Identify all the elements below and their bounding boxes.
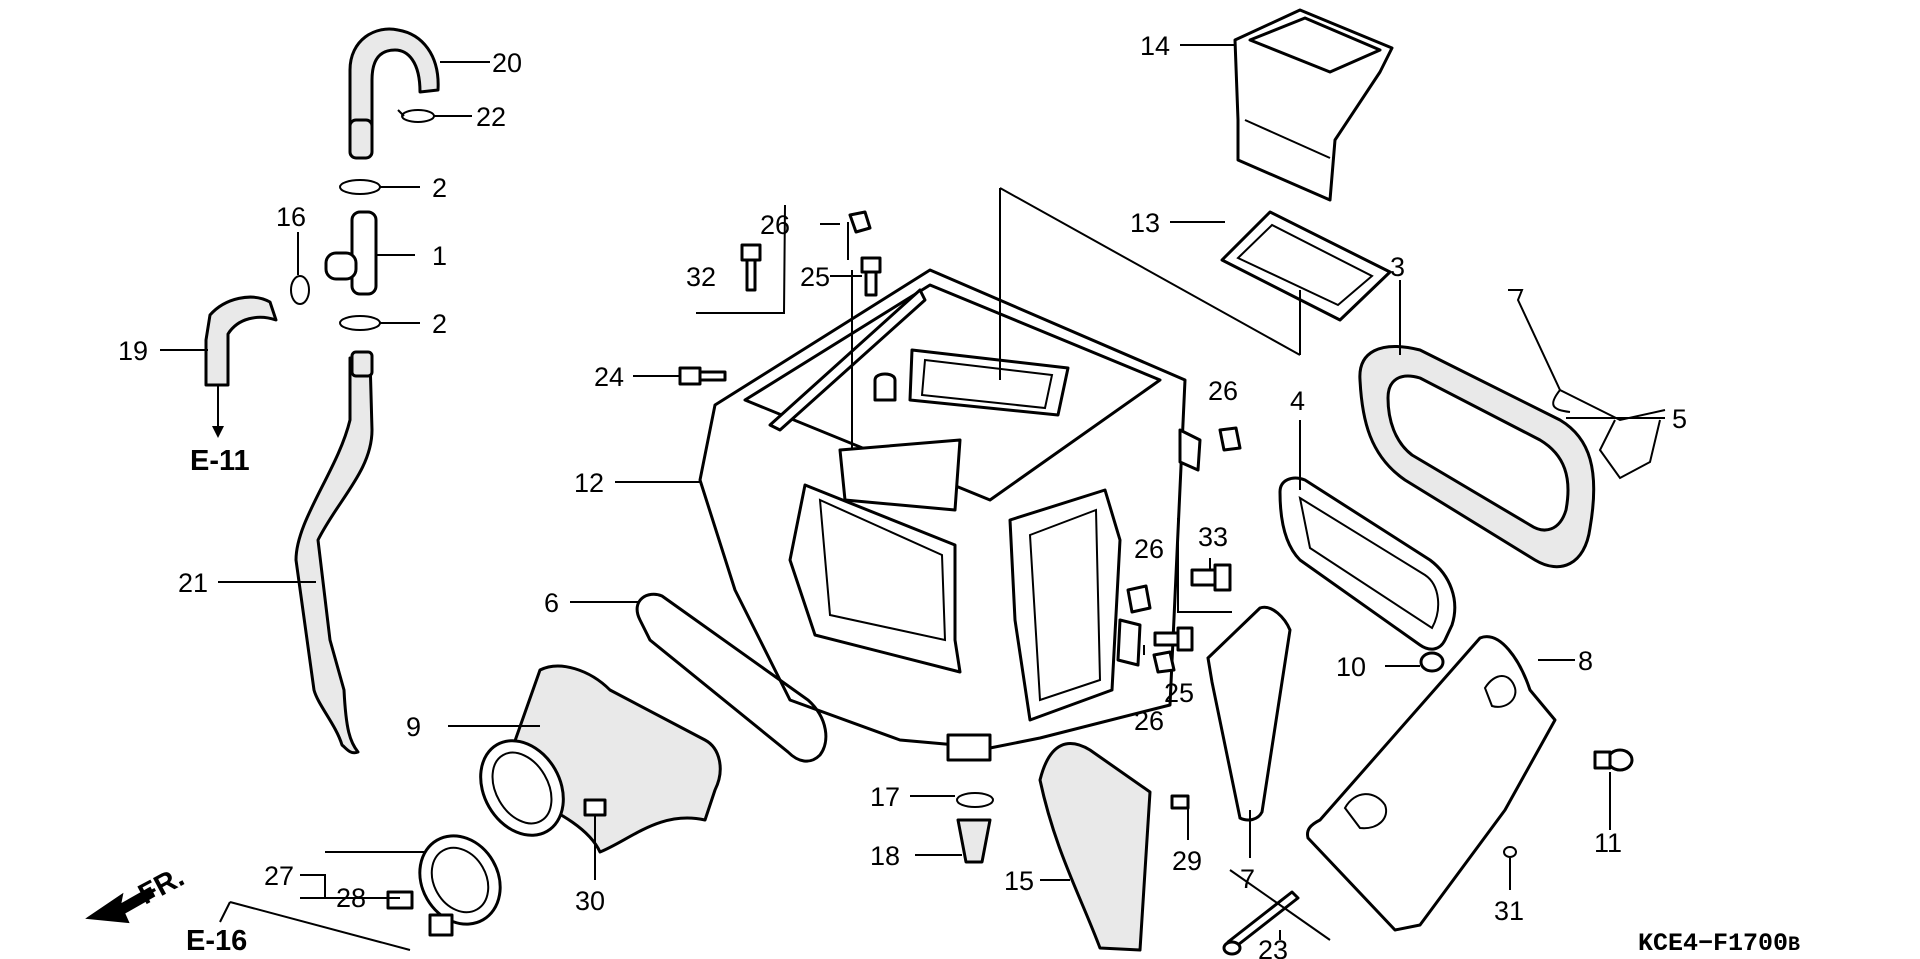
hose-clamp-22 [397, 109, 435, 123]
callout-33: 33 [1198, 522, 1228, 552]
intake-seal-13 [1220, 210, 1392, 322]
drawing-code-suffix: B [1788, 934, 1800, 957]
band-screw-28 [386, 890, 414, 910]
svg-text:KCE4−F1700B: KCE4−F1700B [1638, 929, 1800, 958]
callout-26-low: 26 [1134, 706, 1164, 736]
callout-7: 7 [1240, 864, 1255, 894]
callout-1: 1 [432, 241, 447, 271]
hose-19 [204, 295, 278, 387]
hose-clamp-16 [290, 275, 310, 305]
callout-13: 13 [1130, 208, 1160, 238]
clip-nut-26-top [848, 210, 872, 234]
screw-30 [583, 798, 607, 817]
callout-26-mid: 26 [1134, 534, 1164, 564]
callout-21: 21 [178, 568, 208, 598]
screw-25-top [860, 256, 882, 297]
tube-15 [1038, 742, 1152, 952]
bolt-32 [740, 243, 762, 292]
callout-26-right: 26 [1208, 376, 1238, 406]
carburetor-band-27 [418, 834, 502, 937]
callout-2-upper: 2 [432, 173, 447, 203]
bolt-24 [678, 366, 727, 386]
breather-hose-21 [294, 350, 374, 755]
callout-11: 11 [1594, 828, 1622, 858]
callout-17: 17 [870, 782, 900, 812]
ref-e11: E-11 [190, 445, 250, 477]
screw-29 [1170, 794, 1190, 810]
callout-14: 14 [1140, 31, 1170, 61]
air-cleaner-case-12 [698, 268, 1202, 762]
breather-hose-upper [348, 27, 440, 160]
callout-6: 6 [544, 588, 559, 618]
clip-nut-26-low [1152, 650, 1176, 674]
callout-4: 4 [1290, 386, 1305, 416]
hose-clamp-2-upper [339, 179, 381, 195]
callout-5: 5 [1672, 404, 1687, 434]
callout-24: 24 [594, 362, 624, 392]
callout-15: 15 [1004, 866, 1034, 896]
intake-duct-14 [1233, 8, 1394, 202]
callout-27: 27 [264, 861, 294, 891]
callout-20: 20 [492, 48, 522, 78]
callout-26-top: 26 [760, 210, 790, 240]
collar-31 [1503, 846, 1517, 858]
connecting-tube-9 [479, 664, 722, 854]
cover-screw-11 [1593, 748, 1634, 772]
callout-3: 3 [1390, 252, 1405, 282]
hose-clamp-2-lower [339, 315, 381, 331]
screw-33 [1190, 563, 1232, 592]
callout-30: 30 [575, 886, 605, 916]
callout-28: 28 [336, 883, 366, 913]
tee-joint-1 [324, 210, 378, 296]
callout-22: 22 [476, 102, 506, 132]
callout-25-top: 25 [800, 262, 830, 292]
callout-8: 8 [1578, 646, 1593, 676]
callout-12: 12 [574, 468, 604, 498]
front-direction-arrow [85, 886, 156, 924]
callout-29: 29 [1172, 846, 1202, 876]
clip-nut-26-right [1218, 426, 1242, 452]
filter-element-3 [1358, 345, 1596, 569]
leader-lines [160, 44, 1665, 951]
callout-25-mid: 25 [1164, 678, 1194, 708]
callout-2-lower: 2 [432, 309, 447, 339]
callout-18: 18 [870, 841, 900, 871]
filter-holder-4 [1278, 476, 1457, 651]
clamp-17 [956, 792, 994, 808]
callout-labels: 20 22 2 1 2 16 19 E-11 21 26 32 25 24 12… [118, 31, 1687, 959]
case-gasket-7 [1206, 605, 1292, 822]
callout-23: 23 [1258, 935, 1288, 959]
callout-9: 9 [406, 712, 421, 742]
callout-32: 32 [686, 262, 716, 292]
clip-nut-26-mid [1126, 584, 1152, 614]
drawing-code-main: KCE4−F1700 [1638, 929, 1788, 958]
duct-gasket-6 [635, 592, 828, 763]
ref-e16: E-16 [186, 925, 247, 957]
callout-10: 10 [1336, 652, 1366, 682]
callout-31: 31 [1494, 896, 1524, 926]
callout-19: 19 [118, 336, 148, 366]
callout-16: 16 [276, 202, 306, 232]
grommet-10 [1419, 651, 1445, 673]
drain-plug-18 [956, 818, 992, 864]
drawing-code: KCE4−F1700B [1638, 929, 1800, 958]
screw-25-mid [1153, 626, 1194, 652]
side-cover-8 [1306, 635, 1557, 932]
